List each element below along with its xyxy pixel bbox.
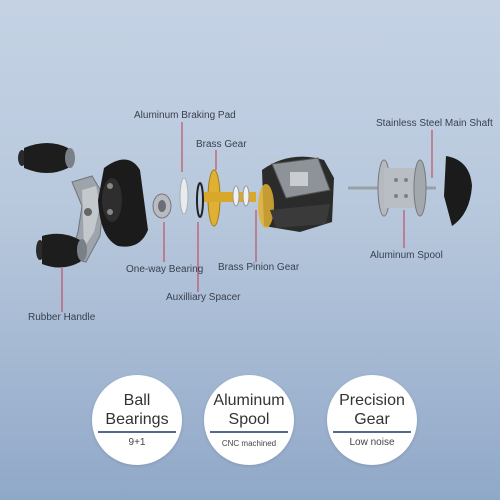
rubber-handle-knob-top xyxy=(18,143,75,173)
one-way-bearing-part xyxy=(152,193,172,219)
label-aluminum-braking-pad: Aluminum Braking Pad xyxy=(134,110,236,121)
label-brass-pinion-gear: Brass Pinion Gear xyxy=(218,262,300,273)
badge-aluminum-spool: Aluminum Spool CNC machined xyxy=(204,375,294,465)
badge-divider xyxy=(98,431,176,433)
handle-assembly xyxy=(18,143,105,268)
leader-lines xyxy=(61,122,433,312)
label-aluminum-spool: Aluminum Spool xyxy=(370,250,443,261)
rubber-handle-knob-bottom xyxy=(36,233,87,268)
badge-title-line1: Ball xyxy=(123,392,151,409)
badge-title-line1: Aluminum xyxy=(213,392,285,409)
label-rubber-handle: Rubber Handle xyxy=(28,312,96,323)
badge-divider xyxy=(333,431,411,433)
label-stainless-steel-main-shaft: Stainless Steel Main Shaft xyxy=(376,118,493,129)
badge-title-line2: Spool xyxy=(228,411,270,428)
side-cover-part xyxy=(444,156,472,226)
side-plate xyxy=(98,159,148,247)
spool-part xyxy=(377,159,427,217)
badge-title-line2: Gear xyxy=(354,411,390,428)
badge-title: Ball Bearings xyxy=(92,391,182,429)
badge-divider xyxy=(210,431,288,433)
badge-subtitle: Low noise xyxy=(349,437,395,448)
badge-title: Aluminum Spool xyxy=(204,391,294,429)
badge-precision-gear: Precision Gear Low noise xyxy=(327,375,417,465)
badge-subtitle: 9+1 xyxy=(128,437,146,448)
badge-title-line2: Bearings xyxy=(105,411,169,428)
brass-gear-part xyxy=(204,169,256,227)
badge-ball-bearings: Ball Bearings 9+1 xyxy=(92,375,182,465)
braking-pad-part xyxy=(179,177,189,215)
badge-title: Precision Gear xyxy=(327,391,417,429)
label-brass-gear: Brass Gear xyxy=(196,139,247,150)
badge-title-line1: Precision xyxy=(339,392,405,409)
badge-subtitle: CNC machined xyxy=(221,439,277,448)
label-auxiliary-spacer: Auxilliary Spacer xyxy=(166,292,241,303)
label-one-way-bearing: One-way Bearing xyxy=(126,264,204,275)
spacer-part xyxy=(196,182,204,218)
reel-body xyxy=(258,156,334,232)
